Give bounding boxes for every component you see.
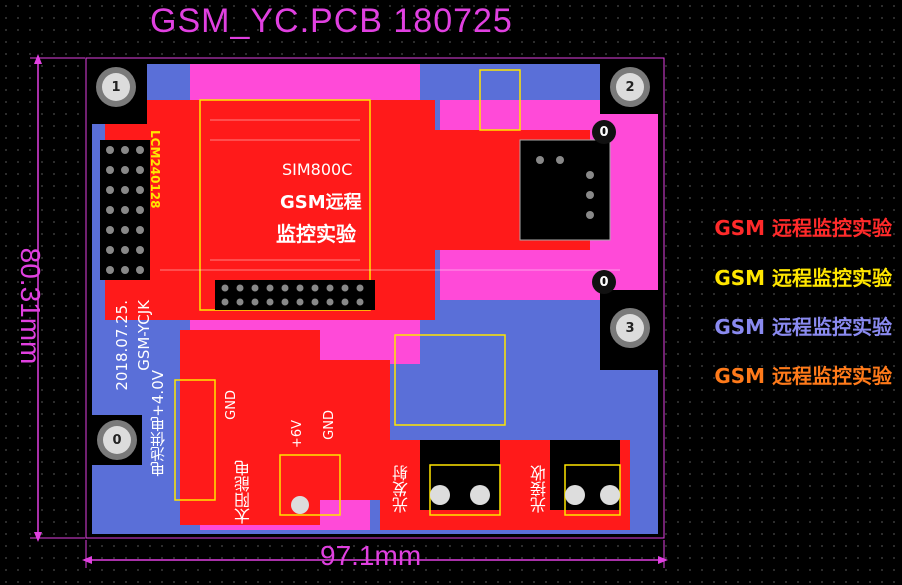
silk-ir-rx-label: 光接收 [530, 465, 549, 513]
silk-plus6v: +6V [290, 420, 305, 449]
pcb-title: GSM_YC.PCB 180725 [150, 2, 513, 40]
mounting-hole-3: 3 [616, 314, 644, 342]
mounting-hole-2: 2 [616, 73, 644, 101]
legend-item-red: GSM 远程监控实验 [714, 216, 892, 240]
silk-lcd-label: LCM240128 [148, 130, 162, 209]
silk-power-label: 电池供电+4.0V [149, 370, 167, 477]
silk-title-line1: GSM远程 [280, 192, 362, 213]
legend-item-yellow: GSM 远程监控实验 [714, 266, 892, 290]
via-0-top: 0 [592, 120, 616, 144]
silk-gnd-2: GND [322, 410, 337, 440]
silk-title-line2: 监控实验 [276, 222, 356, 246]
silk-board-name: GSM-YCJK [135, 300, 153, 371]
mounting-hole-0: 0 [103, 426, 131, 454]
silk-date: 2018.07.25. [113, 300, 131, 391]
legend-item-orange: GSM 远程监控实验 [714, 364, 892, 388]
width-dimension-label: 97.1mm [320, 540, 422, 571]
silk-module-name: SIM800C [282, 160, 353, 179]
silk-solar-label: 太阳能电 [234, 460, 253, 524]
silk-ir-tx-label: 光发射 [392, 465, 411, 513]
silk-gnd-1: GND [224, 390, 239, 420]
mounting-hole-1: 1 [102, 73, 130, 101]
via-0-middle: 0 [592, 270, 616, 294]
legend-item-blue: GSM 远程监控实验 [714, 315, 892, 339]
